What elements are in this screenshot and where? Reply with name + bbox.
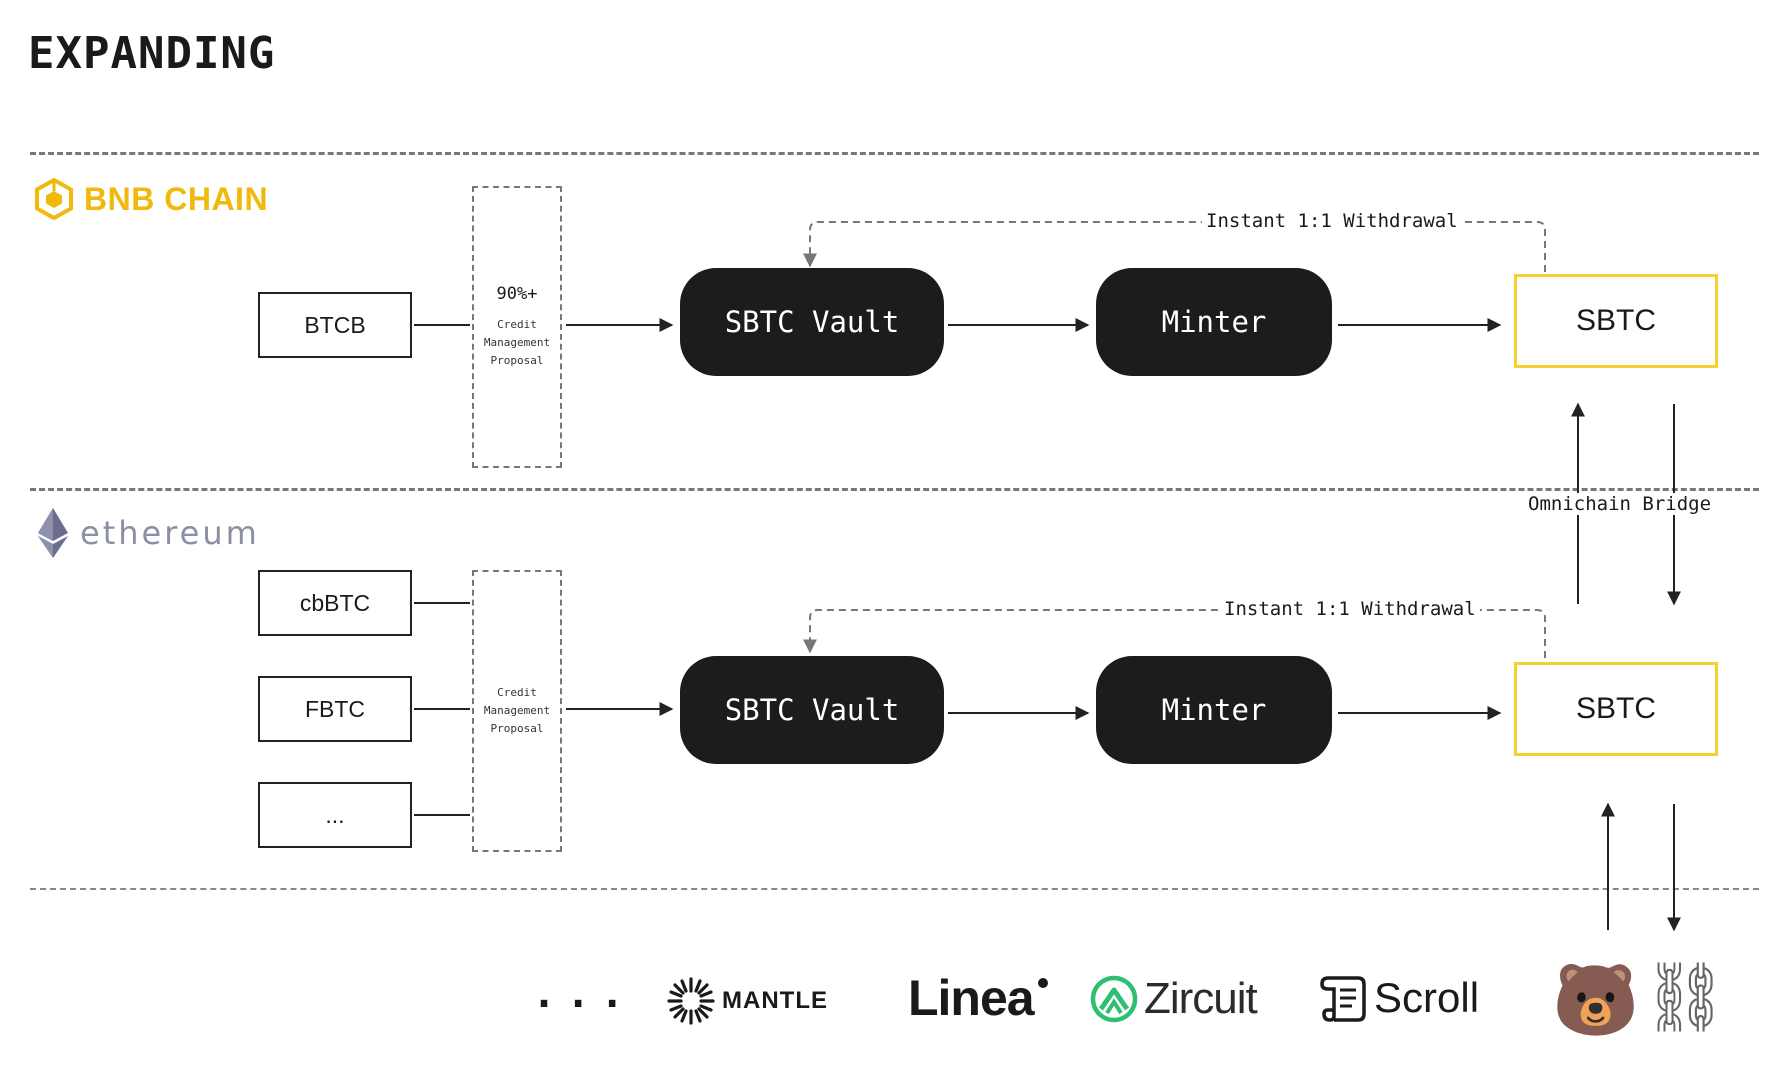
eth-minter: Minter [1096,656,1332,764]
ethereum-logo: ethereum [36,506,260,560]
mantle-name: MANTLE [722,987,828,1014]
section-divider-middle [30,488,1759,491]
linea-name: Linea [908,970,1035,1026]
page-title: EXPANDING [28,28,276,79]
networks-ellipsis: ... [532,971,635,1017]
section-divider-bottom [30,888,1759,890]
asset-cbbtc: cbBTC [258,570,412,636]
bnb-chain-icon [35,178,73,220]
bnb-credit-proposal-box: 90%+ Credit Management Proposal [472,186,562,468]
linea-dot-icon [1037,978,1048,988]
ethereum-icon [38,508,68,558]
mantle-icon [667,977,715,1025]
bnb-minter: Minter [1096,268,1332,376]
omnichain-bridge-label: Omnichain Bridge [1524,493,1716,515]
zircuit-logo: Zircuit [1090,974,1258,1024]
ethereum-name: ethereum [80,514,260,552]
eth-withdrawal-path [803,609,1546,658]
eth-withdrawal-label: Instant 1:1 Withdrawal [1220,598,1480,620]
scroll-logo: Scroll [1318,972,1479,1024]
bear-emoji-icon: 🐻 [1552,959,1640,1041]
chain-link-icon: ⛓ [1642,958,1729,1037]
eth-sbtc-output: SBTC [1514,662,1718,756]
bnb-chain-logo: BNB CHAIN [34,178,268,220]
mantle-logo: MANTLE [666,976,828,1026]
scroll-icon [1320,976,1366,1022]
proposal-text: Credit Management Proposal [483,318,551,367]
bnb-withdrawal-path [803,221,1546,272]
bnb-withdrawal-label: Instant 1:1 Withdrawal [1202,210,1462,232]
bnb-sbtc-output: SBTC [1514,274,1718,368]
zircuit-name: Zircuit [1144,974,1258,1023]
bnb-chain-name: BNB CHAIN [84,180,269,217]
section-divider-top [30,152,1759,155]
proposal-percent: 90%+ [496,284,538,304]
scroll-name: Scroll [1374,974,1480,1021]
proposal-text: Credit Management Proposal [483,686,551,735]
asset-more: ... [258,782,412,848]
bnb-sbtc-vault: SBTC Vault [680,268,944,376]
linea-logo: Linea [908,968,1048,1028]
zircuit-icon [1090,975,1138,1023]
asset-btcb: BTCB [258,292,412,358]
asset-fbtc: FBTC [258,676,412,742]
eth-credit-proposal-box: Credit Management Proposal [472,570,562,852]
eth-sbtc-vault: SBTC Vault [680,656,944,764]
